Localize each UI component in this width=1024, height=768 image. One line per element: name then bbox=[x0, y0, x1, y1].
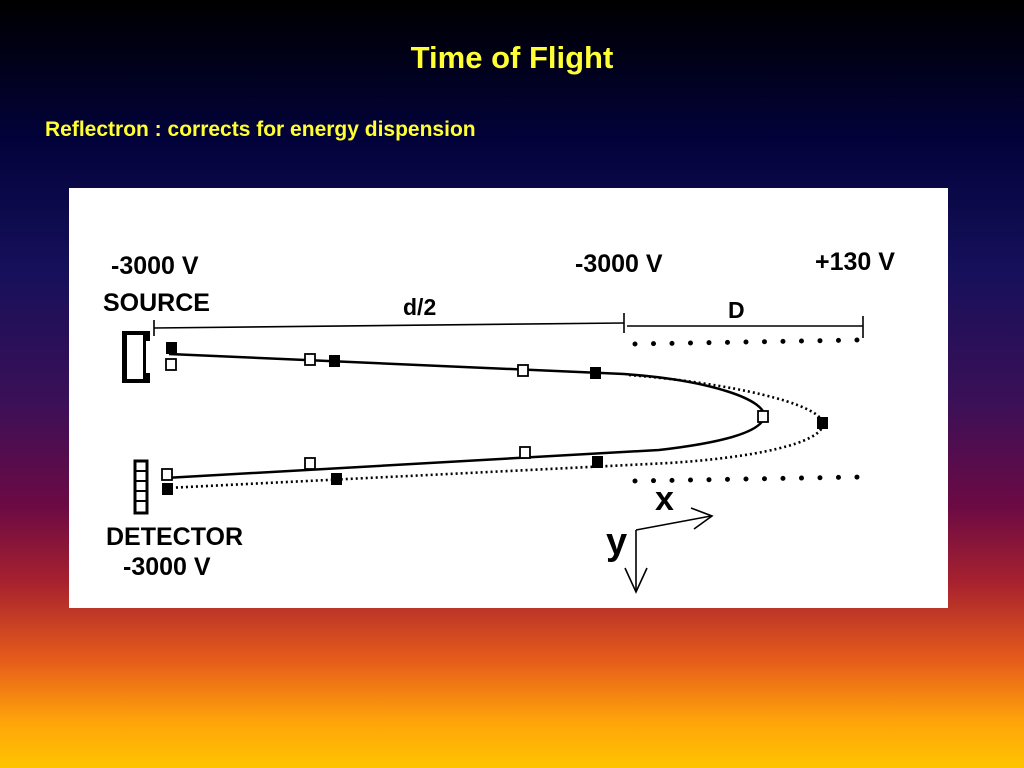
reflectron-upper-grid bbox=[632, 337, 862, 347]
reflectron-entry-voltage-label: -3000 V bbox=[575, 250, 663, 278]
drift-dimension-line bbox=[153, 313, 625, 336]
slide-subtitle: Reflectron : corrects for energy dispens… bbox=[45, 118, 476, 141]
y-axis-label: y bbox=[606, 521, 627, 563]
filled-ion-marker bbox=[162, 483, 173, 495]
filled-ion-marker bbox=[329, 355, 340, 367]
open-ion-markers bbox=[161, 353, 769, 481]
open-ion-marker bbox=[517, 364, 529, 377]
filled-ion-marker bbox=[817, 417, 828, 429]
slow-ion-trajectory bbox=[164, 352, 766, 480]
detector-label: DETECTOR bbox=[106, 523, 243, 551]
open-ion-marker bbox=[304, 457, 316, 470]
x-axis-label: x bbox=[655, 480, 674, 518]
source-label: SOURCE bbox=[103, 289, 210, 317]
source-block bbox=[122, 331, 150, 383]
filled-ion-marker bbox=[331, 473, 342, 485]
reflectron-length-label: D bbox=[728, 297, 745, 323]
detector-plate bbox=[133, 459, 149, 515]
reflectron-diagram: -3000 V SOURCE -3000 V +130 V d/2 D DETE… bbox=[69, 188, 948, 608]
reflectron-schematic: -3000 V SOURCE -3000 V +130 V d/2 D DETE… bbox=[103, 248, 895, 594]
open-ion-marker bbox=[161, 468, 173, 481]
open-ion-marker bbox=[519, 446, 531, 459]
x-axis-arrow bbox=[635, 515, 712, 531]
reflectron-end-voltage-label: +130 V bbox=[815, 248, 895, 276]
source-voltage-label: -3000 V bbox=[111, 252, 199, 280]
filled-ion-marker bbox=[590, 367, 601, 379]
reflectron-dimension-line bbox=[627, 316, 864, 338]
axes-indicator: x y bbox=[606, 480, 714, 594]
filled-ion-marker bbox=[166, 342, 177, 354]
filled-ion-marker bbox=[592, 456, 603, 468]
open-ion-marker bbox=[304, 353, 316, 366]
fast-ion-trajectory bbox=[166, 373, 825, 490]
slide-title: Time of Flight bbox=[410, 40, 614, 75]
open-ion-marker bbox=[757, 410, 769, 423]
filled-ion-markers bbox=[162, 342, 828, 495]
drift-length-label: d/2 bbox=[403, 294, 436, 320]
reflectron-lower-grid bbox=[632, 474, 864, 484]
detector-voltage-label: -3000 V bbox=[123, 553, 211, 581]
open-ion-marker bbox=[165, 358, 177, 371]
